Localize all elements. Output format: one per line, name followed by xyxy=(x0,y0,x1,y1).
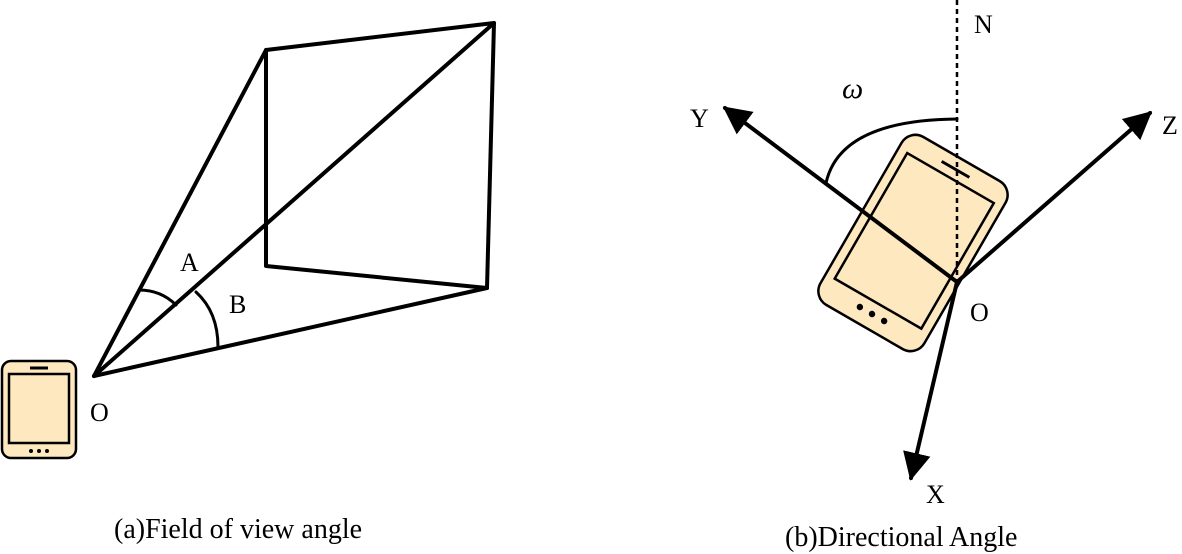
frustum-edge-top xyxy=(92,48,268,378)
label-n: N xyxy=(974,10,993,39)
frustum-edge-bottom xyxy=(92,286,489,378)
label-b: B xyxy=(229,290,246,319)
frustum-diagonal xyxy=(92,21,496,378)
angle-a-arc xyxy=(137,288,178,307)
label-origin-a: O xyxy=(90,398,109,427)
label-z: Z xyxy=(1162,111,1178,140)
view-plane xyxy=(264,21,496,290)
phone-icon xyxy=(0,359,78,460)
angle-b-arc xyxy=(194,290,220,349)
label-x: X xyxy=(926,480,945,509)
panel-b-directional-angle: ω N Y Z X O (b)Directional Angle xyxy=(690,0,1178,553)
view-frustum xyxy=(92,21,496,378)
caption-b: (b)Directional Angle xyxy=(785,522,1017,553)
label-origin-b: O xyxy=(970,298,989,327)
label-y: Y xyxy=(690,104,709,133)
axis-x xyxy=(903,280,959,481)
label-a: A xyxy=(180,248,199,277)
panel-a-field-of-view: A B O (a)Field of view angle xyxy=(0,21,496,545)
omega-arc xyxy=(824,117,959,185)
axis-y xyxy=(722,106,959,284)
label-omega: ω xyxy=(842,72,863,105)
caption-a: (a)Field of view angle xyxy=(114,514,362,545)
axis-z xyxy=(955,111,1153,284)
